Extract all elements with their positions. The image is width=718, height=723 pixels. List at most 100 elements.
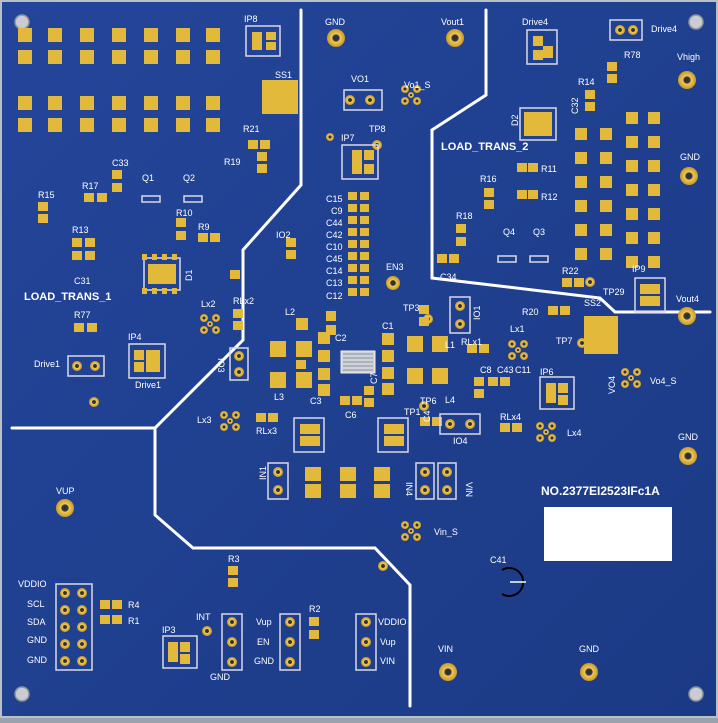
label-lx2: Lx2 — [201, 299, 216, 309]
label-gnd-int: GND — [210, 672, 231, 682]
label-vin-right: VIN — [464, 482, 474, 497]
label-r22: R22 — [562, 266, 579, 276]
label-vout4: Vout4 — [676, 294, 699, 304]
board-part-number: NO.2377EI2523IFc1A — [541, 484, 660, 498]
label-drive4-right: Drive4 — [651, 24, 677, 34]
footprint-outlines — [55, 19, 666, 671]
label-c32: C32 — [570, 97, 580, 114]
label-rlx2: RLx2 — [233, 296, 254, 306]
label-io3: IO3 — [216, 358, 226, 373]
label-rlx4: RLx4 — [500, 412, 521, 422]
label-vddio-i2c: VDDIO — [18, 579, 47, 589]
label-io1: IO1 — [472, 305, 482, 320]
label-r19: R19 — [224, 157, 241, 167]
label-c12: C12 — [326, 291, 343, 301]
label-scl: SCL — [27, 599, 45, 609]
label-r16: R16 — [480, 174, 497, 184]
label-c43: C43 — [497, 365, 514, 375]
label-sda: SDA — [27, 617, 46, 627]
label-r21: R21 — [243, 124, 260, 134]
footprint-pads — [134, 32, 660, 664]
label-r2: R2 — [309, 604, 321, 614]
label-d1: D1 — [184, 269, 194, 281]
label-gnd-i2c1: GND — [27, 635, 48, 645]
label-c14: C14 — [326, 266, 343, 276]
label-vo4: VO4 — [607, 376, 617, 394]
label-c45: C45 — [326, 254, 343, 264]
label-int: INT — [196, 612, 211, 622]
label-r20: R20 — [522, 307, 539, 317]
label-q2: Q2 — [183, 173, 195, 183]
label-gnd-right1: GND — [680, 152, 701, 162]
label-vin-s: Vin_S — [434, 527, 458, 537]
label-en3: EN3 — [386, 262, 404, 272]
label-tp1: TP1 — [404, 407, 421, 417]
label-vup-hdr2: Vup — [380, 637, 396, 647]
blank-label-area — [544, 507, 672, 561]
label-r3: R3 — [228, 554, 240, 564]
c41-outline — [501, 567, 526, 597]
label-vddio-hdr: VDDIO — [378, 617, 407, 627]
label-gnd-bottom: GND — [579, 644, 600, 654]
label-en-hdr: EN — [257, 637, 270, 647]
label-c1: C1 — [382, 321, 394, 331]
label-ip6: IP6 — [540, 367, 554, 377]
label-q3: Q3 — [533, 227, 545, 237]
label-vup-hdr: Vup — [256, 617, 272, 627]
label-r14: R14 — [578, 77, 595, 87]
label-drive1-left: Drive1 — [34, 359, 60, 369]
label-r15: R15 — [38, 190, 55, 200]
label-tp8: TP8 — [369, 124, 386, 134]
label-r78: R78 — [624, 50, 641, 60]
cap-column — [348, 192, 369, 296]
label-io2: IO2 — [276, 230, 291, 240]
label-c15: C15 — [326, 194, 343, 204]
label-r10: R10 — [176, 208, 193, 218]
label-lx1: Lx1 — [510, 324, 525, 334]
label-ip9: IP9 — [632, 264, 646, 274]
label-rlx1: RLx1 — [461, 337, 482, 347]
label-drive4-top: Drive4 — [522, 17, 548, 27]
label-load-trans-1: LOAD_TRANS_1 — [24, 291, 111, 303]
label-c33: C33 — [112, 158, 129, 168]
label-load-trans-2: LOAD_TRANS_2 — [441, 141, 528, 153]
label-ip8: IP8 — [244, 14, 258, 24]
label-c31: C31 — [74, 276, 91, 286]
label-c34: C34 — [440, 272, 457, 282]
label-gnd-hdr: GND — [254, 656, 275, 666]
label-gnd-i2c2: GND — [27, 655, 48, 665]
label-c13: C13 — [326, 278, 343, 288]
label-c7: C7 — [369, 372, 379, 384]
label-c44: C44 — [326, 218, 343, 228]
label-l1: L1 — [445, 340, 455, 350]
label-io4: IO4 — [453, 436, 468, 446]
label-r1: R1 — [128, 616, 140, 626]
label-tp7: TP7 — [556, 336, 573, 346]
label-r17: R17 — [82, 181, 99, 191]
label-c4: C4 — [422, 410, 432, 422]
label-in4: IN4 — [404, 482, 414, 496]
label-vo1: VO1 — [351, 74, 369, 84]
label-r18: R18 — [456, 211, 473, 221]
label-r11: R11 — [541, 164, 557, 174]
label-ip3: IP3 — [162, 625, 176, 635]
label-vhigh: Vhigh — [677, 52, 700, 62]
label-ss1: SS1 — [275, 70, 292, 80]
label-c11: C11 — [515, 365, 531, 375]
label-tp3: TP3 — [403, 303, 420, 313]
split-lines — [10, 8, 712, 708]
label-tp6: TP6 — [420, 396, 437, 406]
label-q4: Q4 — [503, 227, 515, 237]
label-ss2: SS2 — [584, 298, 601, 308]
label-lx3: Lx3 — [197, 415, 212, 425]
label-drive1-bottom: Drive1 — [135, 380, 161, 390]
label-c9: C9 — [331, 206, 343, 216]
label-vup: VUP — [56, 486, 75, 496]
label-rlx3: RLx3 — [256, 426, 277, 436]
label-vo4-s: Vo4_S — [650, 376, 677, 386]
label-r4: R4 — [128, 600, 140, 610]
label-c6: C6 — [345, 410, 357, 420]
